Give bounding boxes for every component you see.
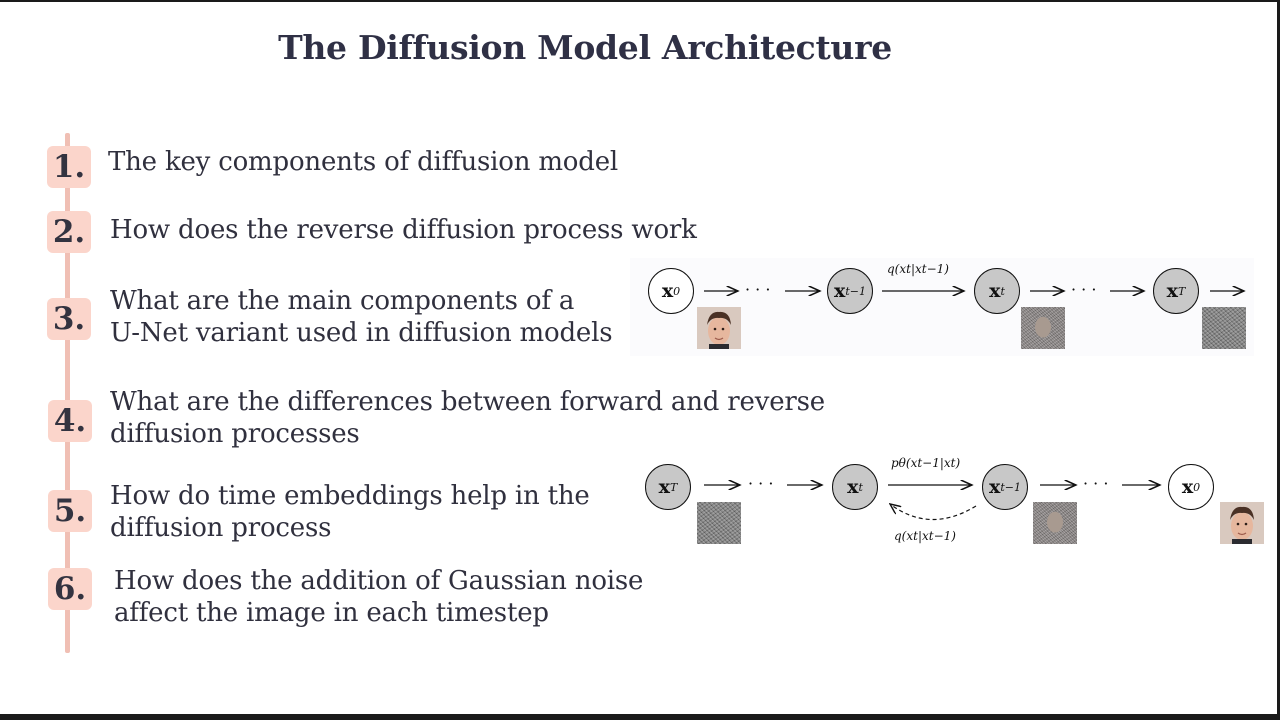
noise-image	[697, 502, 741, 544]
item-text: What are the main components of a U-Net …	[110, 286, 613, 348]
forward-process-label: q(xt|xt−1)	[887, 262, 949, 276]
dashed-forward-arrow	[890, 504, 977, 521]
forward-process-label: q(xt|xt−1)	[894, 529, 956, 543]
timeline-line	[65, 133, 70, 653]
item-text: How does the reverse diffusion process w…	[110, 215, 697, 245]
item-text: How does the addition of Gaussian noise …	[114, 566, 644, 628]
item-text: How do time embeddings help in the diffu…	[110, 481, 590, 543]
item-number-badge: 1.	[47, 146, 91, 188]
face-image-partially-noised	[1021, 307, 1065, 349]
noise-image	[1202, 307, 1246, 349]
ellipsis: · · ·	[1083, 474, 1109, 493]
ellipsis: · · ·	[748, 474, 774, 493]
face-image-clean	[1220, 502, 1264, 544]
frame-right-border	[1277, 0, 1280, 720]
face-image-clean	[697, 307, 741, 349]
item-number-badge: 6.	[48, 568, 92, 610]
item-text: What are the differences between forward…	[110, 387, 825, 449]
item-number-badge: 2.	[47, 211, 91, 253]
frame-top-border	[0, 0, 1280, 2]
face-image-partially-noised	[1033, 502, 1077, 544]
ellipsis: · · ·	[745, 280, 771, 299]
item-number-badge: 4.	[48, 400, 92, 442]
slide-title: The Diffusion Model Architecture	[278, 28, 892, 67]
item-number-badge: 3.	[47, 298, 91, 340]
ellipsis: · · ·	[1071, 280, 1097, 299]
frame-bottom-border	[0, 714, 1280, 720]
item-text: The key components of diffusion model	[108, 147, 618, 177]
item-number-badge: 5.	[48, 490, 92, 532]
reverse-process-label: pθ(xt−1|xt)	[891, 456, 961, 470]
